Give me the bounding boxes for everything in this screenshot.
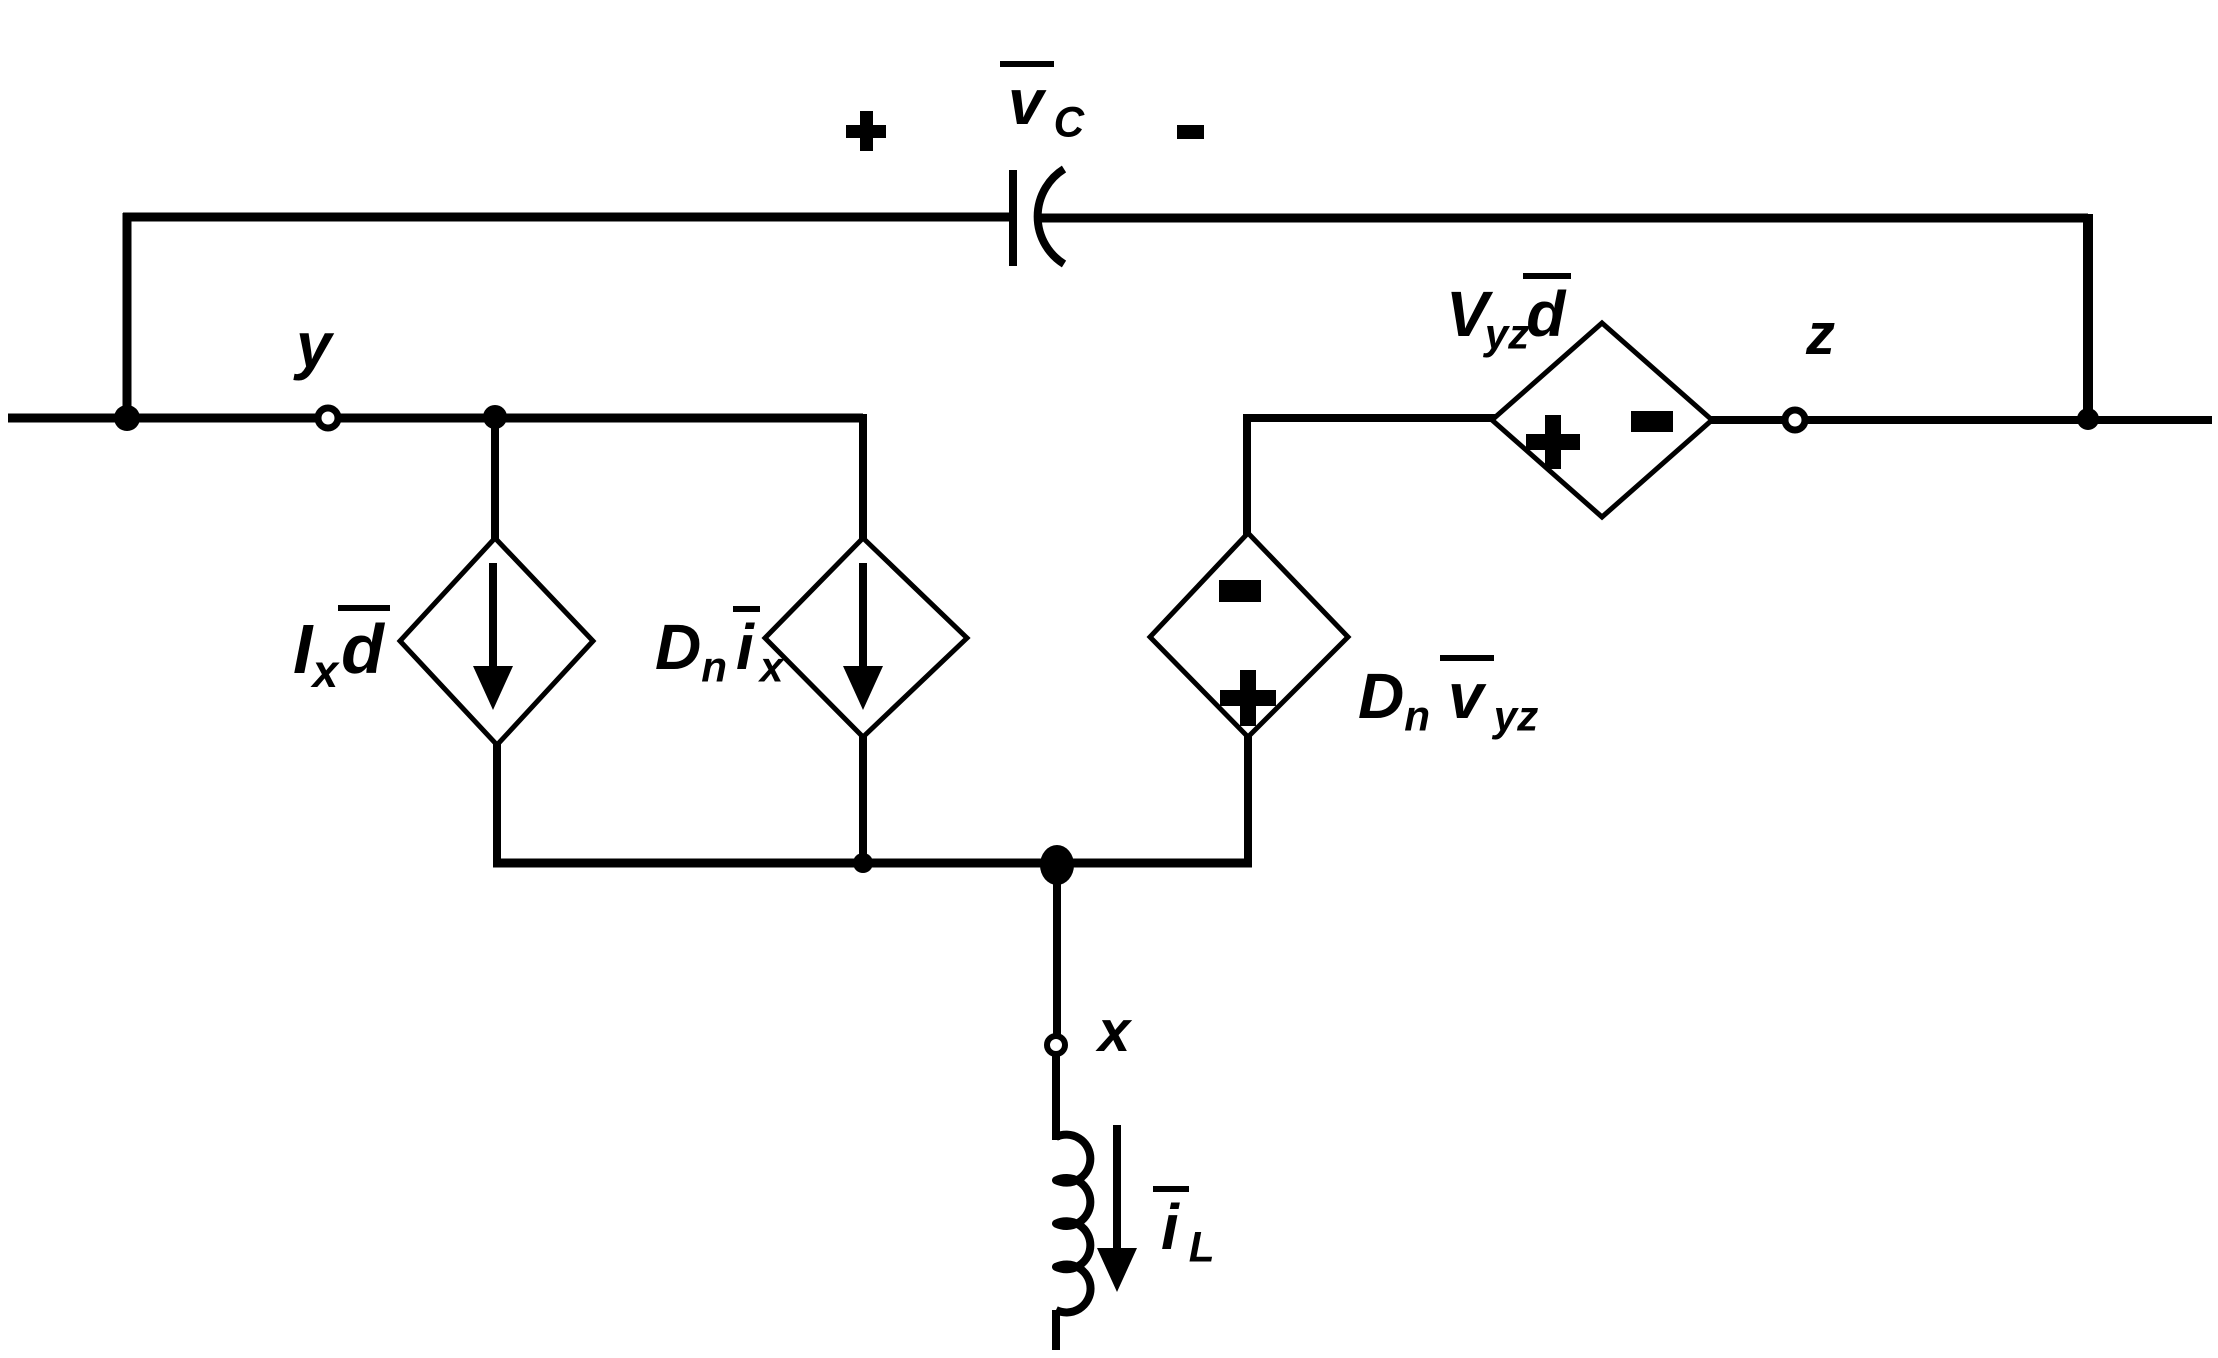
- plus-sign: [1220, 670, 1276, 726]
- junction-dot: [2077, 408, 2099, 430]
- inductor-coil: [1052, 1130, 1095, 1317]
- node-z-terminal: [1781, 406, 1809, 434]
- source-ixd-label: Ixd: [293, 605, 390, 694]
- plus-sign: [846, 111, 886, 151]
- junction-dot: [483, 405, 507, 429]
- minus-sign: [1631, 411, 1673, 432]
- minus-sign: [1177, 125, 1204, 139]
- node-z-label: z: [1806, 302, 1835, 367]
- minus-sign: [1219, 580, 1261, 602]
- source-vyzd-label: Vyzd: [1446, 273, 1572, 355]
- inductor-current-arrow-icon: [1097, 1125, 1137, 1292]
- node-y-label: y: [296, 309, 332, 381]
- capacitor-plate-curved: [1033, 165, 1067, 268]
- node-y-terminal: [314, 404, 342, 432]
- junction-dot: [114, 405, 140, 431]
- arrow-down-icon: [843, 563, 883, 710]
- junction-dot-large: [1040, 845, 1074, 885]
- arrow-down-icon: [473, 563, 513, 710]
- node-x-terminal: [1044, 1033, 1068, 1057]
- junction-dot: [853, 853, 873, 873]
- plus-sign: [1526, 415, 1580, 469]
- node-x-label: x: [1098, 999, 1131, 1064]
- voltage-source-dnvyz-diamond: [1146, 529, 1352, 741]
